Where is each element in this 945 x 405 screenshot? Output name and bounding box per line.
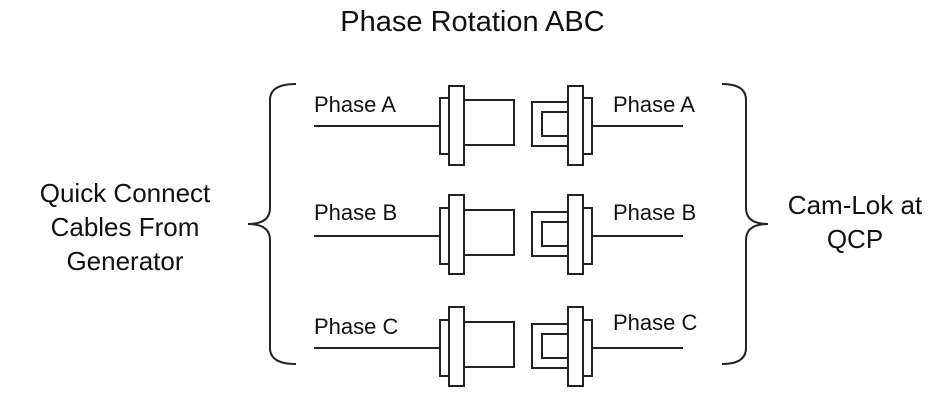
right-curly-brace bbox=[721, 83, 769, 365]
left-group-line-3: Generator bbox=[66, 246, 184, 276]
phase-c-right-label: Phase C bbox=[613, 310, 698, 335]
right-group-line-2: QCP bbox=[826, 224, 884, 254]
phase-a-camlok-flange bbox=[582, 97, 593, 155]
phase-c-male-plug bbox=[439, 306, 515, 387]
phase-a-plug-body-band bbox=[448, 85, 465, 166]
phase-b-plug-body-band bbox=[448, 194, 465, 275]
phase-a-plug-flange bbox=[439, 97, 450, 155]
phase-b-camlok-socket bbox=[541, 221, 568, 247]
diagram-title: Phase Rotation ABC bbox=[340, 6, 605, 38]
phase-b-right-label: Phase B bbox=[613, 200, 697, 225]
phase-c-female-camlok bbox=[531, 306, 593, 387]
phase-b-plug-flange bbox=[439, 207, 450, 265]
phase-b-male-plug bbox=[439, 194, 515, 275]
left-group-label: Quick Connect Cables From Generator bbox=[0, 176, 250, 278]
phase-b-plug-nose bbox=[463, 209, 515, 256]
phase-b-female-camlok bbox=[531, 194, 593, 275]
left-curly-brace bbox=[247, 83, 297, 365]
phase-a-row bbox=[314, 85, 683, 166]
phase-a-female-camlok bbox=[531, 85, 593, 166]
phase-a-camlok-body-band bbox=[567, 85, 584, 166]
phase-b-camlok-body-band bbox=[567, 194, 584, 275]
phase-a-male-plug bbox=[439, 85, 515, 166]
phase-c-plug-body-band bbox=[448, 306, 465, 387]
phase-a-camlok-socket bbox=[541, 111, 568, 137]
phase-a-right-label: Phase A bbox=[613, 92, 695, 117]
phase-c-row bbox=[314, 306, 683, 387]
phase-c-camlok-shell bbox=[531, 323, 568, 369]
phase-a-left-label: Phase A bbox=[314, 92, 396, 117]
left-group-line-2: Cables From bbox=[50, 212, 200, 242]
phase-a-plug-nose bbox=[463, 99, 515, 146]
phase-b-left-label: Phase B bbox=[314, 200, 398, 225]
phase-c-camlok-socket bbox=[541, 333, 568, 359]
phase-b-camlok-shell bbox=[531, 211, 568, 257]
phase-c-plug-flange bbox=[439, 319, 450, 377]
phase-b-camlok-flange bbox=[582, 207, 593, 265]
phase-c-left-label: Phase C bbox=[314, 314, 399, 339]
phase-c-camlok-body-band bbox=[567, 306, 584, 387]
phase-a-camlok-shell bbox=[531, 101, 568, 147]
left-group-line-1: Quick Connect bbox=[39, 178, 211, 208]
phase-c-plug-nose bbox=[463, 321, 515, 368]
phase-c-camlok-flange bbox=[582, 319, 593, 377]
right-group-label: Cam-Lok at QCP bbox=[765, 188, 945, 256]
right-group-line-1: Cam-Lok at bbox=[787, 190, 923, 220]
phase-b-row bbox=[314, 194, 683, 275]
